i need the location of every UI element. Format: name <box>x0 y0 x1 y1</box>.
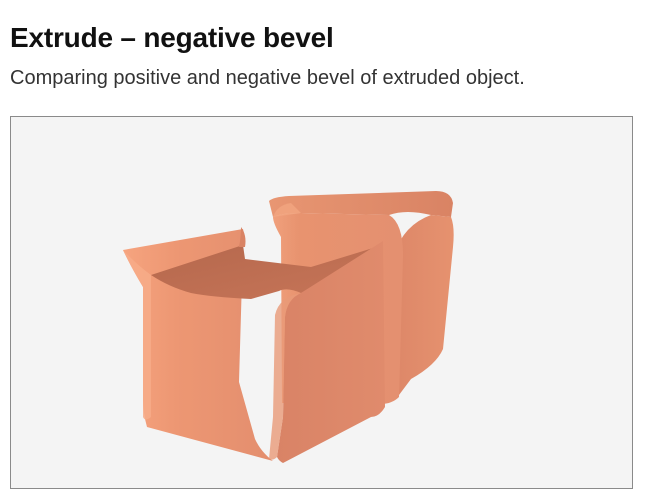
back-block-edge-highlight <box>273 203 301 217</box>
page-subtitle: Comparing positive and negative bevel of… <box>10 67 525 89</box>
back-block-top-face <box>269 191 453 217</box>
front-left-tab <box>239 227 246 247</box>
front-inner-floor <box>151 245 383 299</box>
3d-scene[interactable] <box>11 117 633 489</box>
front-right-bevel <box>269 293 301 460</box>
page-title: Extrude – negative bevel <box>10 22 334 53</box>
front-left-bevel <box>123 250 151 420</box>
3d-viewport[interactable] <box>10 116 633 489</box>
front-right-wall <box>277 241 385 463</box>
front-extruded-object <box>123 227 385 463</box>
back-block-side-face <box>393 215 454 399</box>
